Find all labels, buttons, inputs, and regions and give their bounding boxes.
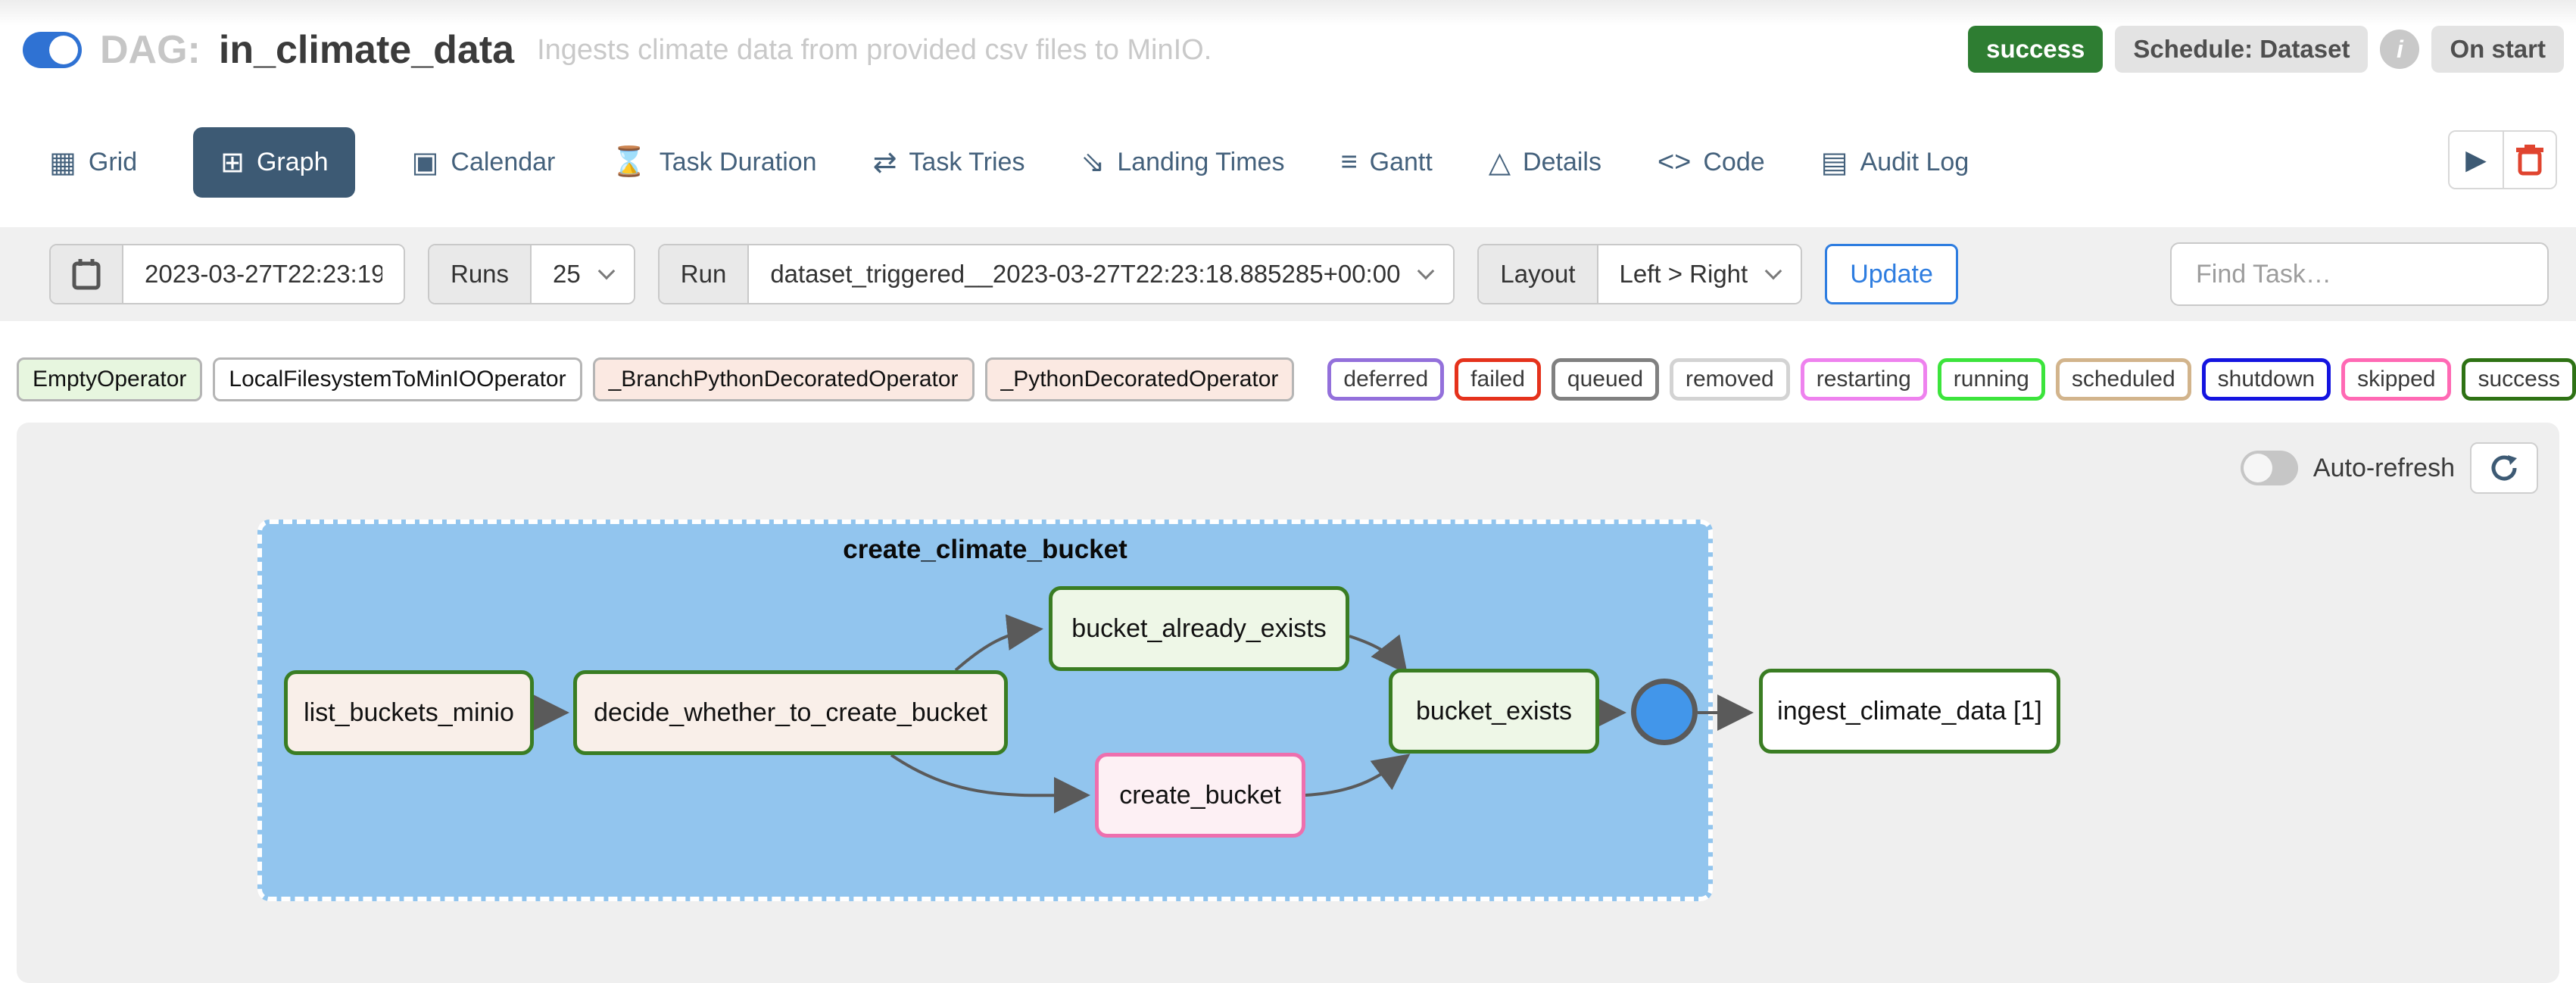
tab-calendar[interactable]: ▣Calendar [411, 146, 556, 179]
legend-status[interactable]: shutdown [2201, 358, 2331, 401]
toggle-knob-icon [2243, 454, 2272, 482]
tab-task-tries[interactable]: ⇄Task Tries [872, 146, 1025, 179]
gantt-icon: ≡ [1340, 145, 1358, 178]
graph-icon: ⊞ [220, 146, 245, 179]
hourglass-icon: ⌛ [611, 146, 647, 178]
legend-status[interactable]: skipped [2341, 358, 2452, 401]
base-date-control [49, 244, 405, 304]
dag-action-buttons: ▶ [2448, 130, 2557, 189]
tab-grid[interactable]: ▦Grid [49, 146, 138, 179]
status-badge: success [1968, 26, 2104, 73]
auto-refresh-label: Auto-refresh [2312, 453, 2455, 482]
chevron-down-icon [1764, 262, 1782, 280]
update-button[interactable]: Update [1825, 244, 1958, 304]
tab-landing-times[interactable]: ⇘Landing Times [1081, 146, 1285, 179]
dag-header: DAG: in_climate_data Ingests climate dat… [23, 27, 1212, 73]
audit-log-icon: ▤ [1820, 146, 1848, 179]
task-node-ingest-climate-data[interactable]: ingest_climate_data [1] [1759, 669, 2060, 754]
trigger-dag-button[interactable]: ▶ [2450, 132, 2503, 188]
legend-status[interactable]: running [1937, 358, 2045, 401]
task-node-bucket-exists[interactable]: bucket_exists [1389, 669, 1599, 754]
layout-control: Layout Left > Right [1477, 244, 1803, 304]
view-tabbar: ▦Grid ⊞Graph ▣Calendar ⌛Task Duration ⇄T… [49, 120, 1969, 204]
legend-operator[interactable]: EmptyOperator [17, 357, 203, 401]
date-picker-button[interactable] [51, 245, 123, 303]
details-icon: △ [1488, 146, 1511, 179]
tab-audit-log[interactable]: ▤Audit Log [1820, 146, 1969, 179]
landing-icon: ⇘ [1081, 146, 1106, 179]
graph-panel: Auto-refresh create_climate_bucket list_… [17, 423, 2559, 983]
on-start-badge: On start [2431, 26, 2564, 73]
task-node-decide-whether-to-create-bucket[interactable]: decide_whether_to_create_bucket [573, 670, 1008, 755]
filter-bar: Runs 25 Run dataset_triggered__2023-03-2… [0, 227, 2576, 321]
header-badges: success Schedule: Dataset i On start [1968, 26, 2564, 73]
calendar-icon [72, 259, 101, 290]
tab-code[interactable]: <>Code [1657, 145, 1765, 178]
task-node-list-buckets-minio[interactable]: list_buckets_minio [284, 670, 534, 755]
schedule-badge[interactable]: Schedule: Dataset [2115, 26, 2369, 73]
layout-select[interactable]: Left > Right [1598, 245, 1801, 303]
layout-label: Layout [1479, 245, 1598, 303]
retries-icon: ⇄ [872, 146, 897, 179]
legend-status[interactable]: removed [1670, 358, 1790, 401]
legend-status[interactable]: queued [1551, 358, 1659, 401]
run-select[interactable]: dataset_triggered__2023-03-27T22:23:18.8… [749, 245, 1454, 303]
legend-operator[interactable]: _BranchPythonDecoratedOperator [592, 357, 975, 401]
legend-status[interactable]: restarting [1800, 358, 1927, 401]
tab-gantt[interactable]: ≡Gantt [1340, 145, 1433, 178]
calendar-icon: ▣ [411, 146, 439, 179]
refresh-button[interactable] [2470, 442, 2538, 494]
info-icon[interactable]: i [2380, 30, 2420, 69]
chevron-down-icon [1417, 262, 1435, 280]
grid-icon: ▦ [49, 146, 76, 179]
legend-operator[interactable]: LocalFilesystemToMinIOOperator [213, 357, 582, 401]
trash-icon [2516, 145, 2543, 176]
run-control: Run dataset_triggered__2023-03-27T22:23:… [657, 244, 1455, 304]
tab-task-duration[interactable]: ⌛Task Duration [611, 146, 817, 178]
dag-description: Ingests climate data from provided csv f… [537, 33, 1212, 66]
tab-graph[interactable]: ⊞Graph [193, 126, 356, 198]
chevron-down-icon [597, 262, 616, 280]
task-group-join-node[interactable] [1631, 679, 1698, 745]
task-node-create-bucket[interactable]: create_bucket [1095, 753, 1305, 838]
legend-status[interactable]: success [2462, 358, 2576, 401]
runs-control: Runs 25 [428, 244, 635, 304]
refresh-icon [2491, 455, 2517, 481]
legend-status[interactable]: deferred [1327, 358, 1445, 401]
dag-title-prefix: DAG: [100, 28, 201, 72]
runs-select[interactable]: 25 [532, 245, 634, 303]
runs-label: Runs [429, 245, 532, 303]
code-icon: <> [1657, 145, 1692, 178]
legend-operator[interactable]: _PythonDecoratedOperator [984, 357, 1295, 401]
base-date-input[interactable] [123, 245, 404, 303]
delete-dag-button[interactable] [2503, 132, 2556, 188]
task-node-bucket-already-exists[interactable]: bucket_already_exists [1049, 586, 1349, 671]
dag-pause-toggle[interactable] [23, 32, 82, 68]
legend-bar: EmptyOperator LocalFilesystemToMinIOOper… [17, 345, 2576, 414]
legend-status[interactable]: failed [1455, 358, 1541, 401]
tab-details[interactable]: △Details [1488, 146, 1601, 179]
find-task-input[interactable] [2170, 242, 2549, 306]
graph-panel-controls: Auto-refresh [2240, 442, 2538, 494]
toggle-knob-icon [49, 36, 78, 64]
top-gradient [0, 0, 2576, 26]
task-group-title: create_climate_bucket [843, 535, 1127, 564]
dag-name: in_climate_data [218, 28, 515, 72]
run-label: Run [659, 245, 750, 303]
legend-status[interactable]: scheduled [2055, 358, 2191, 401]
auto-refresh-toggle[interactable] [2240, 451, 2298, 485]
play-icon: ▶ [2465, 144, 2487, 175]
